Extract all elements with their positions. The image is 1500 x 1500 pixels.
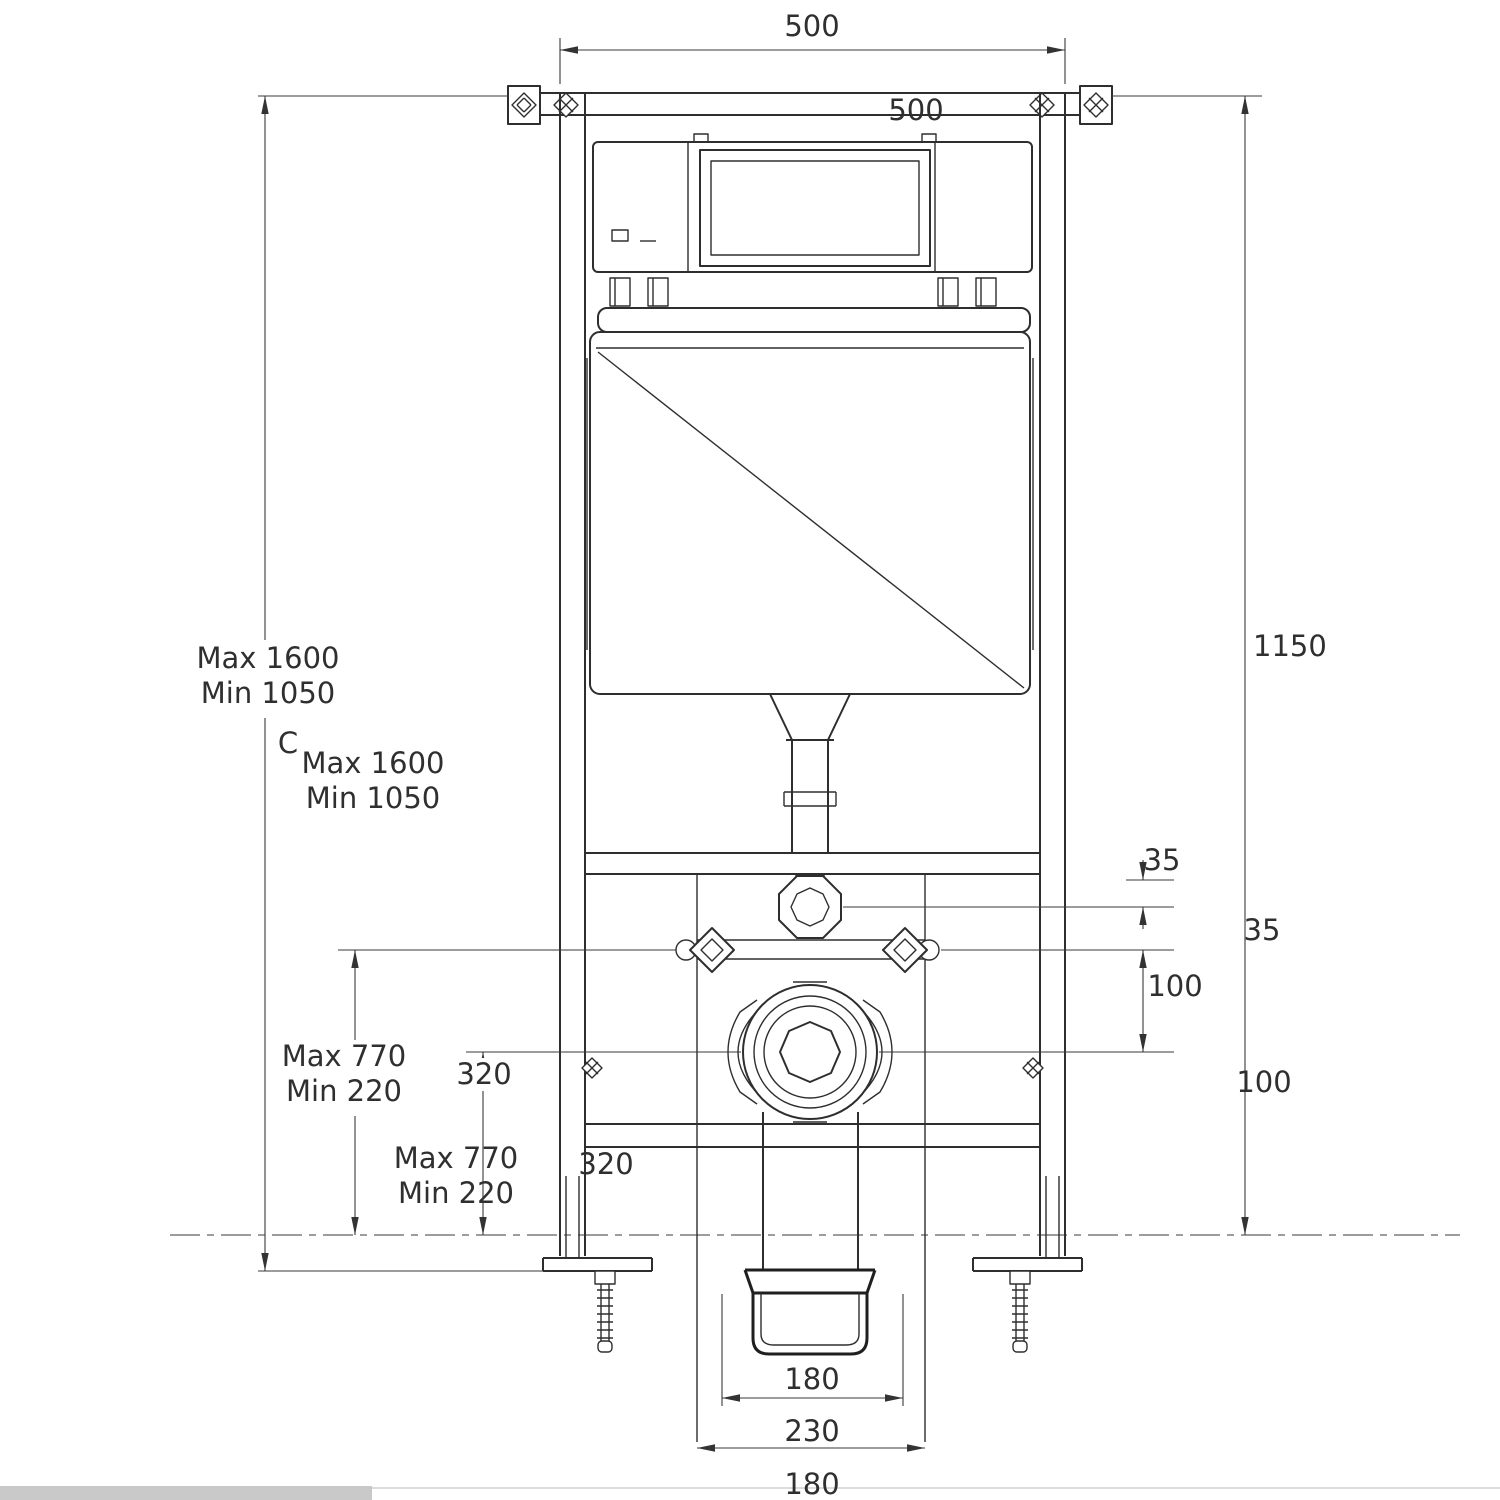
cistern-lid xyxy=(597,307,1031,333)
dimension-outlet-height-320: 320 320 xyxy=(454,1051,741,1235)
dimension-outlet-180: 180 xyxy=(721,1294,904,1406)
label-100-a: 100 xyxy=(1147,969,1202,1003)
label-230: 230 xyxy=(784,1414,839,1448)
dimension-pan-height: Max 770 Min 220 Max 770 Min 220 xyxy=(280,949,676,1235)
label-500-top: 500 xyxy=(784,9,839,43)
label-max-770-a: Max 770 xyxy=(282,1039,407,1073)
access-panel xyxy=(699,149,931,267)
label-100-b: 100 xyxy=(1236,1065,1291,1099)
label-min-1050-a: Min 1050 xyxy=(201,676,335,710)
label-35-a: 35 xyxy=(1144,843,1181,877)
label-180-a: 180 xyxy=(784,1362,839,1396)
dimension-frame-height: Max 1600 Min 1050 C Max 1600 Min 1050 xyxy=(193,95,543,1272)
fixing-bolt xyxy=(594,1270,616,1353)
label-min-220-a: Min 220 xyxy=(286,1074,402,1108)
dimension-gap-100: 100 100 xyxy=(879,949,1292,1099)
label-max-1600-a: Max 1600 xyxy=(197,641,340,675)
water-inlet-fitting xyxy=(778,874,842,939)
label-max-1600-b: Max 1600 xyxy=(302,746,445,780)
dimension-width-500: 500 500 xyxy=(559,9,1066,127)
label-320-a: 320 xyxy=(456,1057,511,1091)
dimension-inlet-35: 35 35 xyxy=(843,843,1280,947)
label-500-duplicate: 500 xyxy=(888,93,943,127)
label-180-b: 180 xyxy=(784,1467,839,1500)
flush-unit-clips xyxy=(609,277,997,307)
label-1150: 1150 xyxy=(1253,629,1327,663)
label-35-b: 35 xyxy=(1244,913,1281,947)
label-320-b: 320 xyxy=(578,1147,633,1181)
label-min-1050-b: Min 1050 xyxy=(306,781,440,815)
drain-connector xyxy=(727,981,893,1270)
flush-unit xyxy=(592,133,1033,333)
label-max-770-b: Max 770 xyxy=(394,1141,519,1175)
cistern-tank xyxy=(586,331,1034,695)
frame-structure xyxy=(507,85,1113,1442)
adjustable-feet xyxy=(542,1176,1083,1353)
dimension-fixing-230: 230 180 xyxy=(697,1414,925,1500)
bottom-strip xyxy=(0,1486,1500,1500)
bolt-icon xyxy=(511,92,1109,118)
tank-diagonal xyxy=(597,351,1025,689)
flush-pipe xyxy=(769,693,851,853)
dimension-height-1150: 1150 xyxy=(1112,95,1327,1235)
label-section-c: C xyxy=(278,726,298,760)
fixing-bolt xyxy=(1009,1270,1031,1353)
fixing-points xyxy=(675,927,940,973)
outlet-bend xyxy=(743,1268,877,1356)
label-min-220-b: Min 220 xyxy=(398,1176,514,1210)
